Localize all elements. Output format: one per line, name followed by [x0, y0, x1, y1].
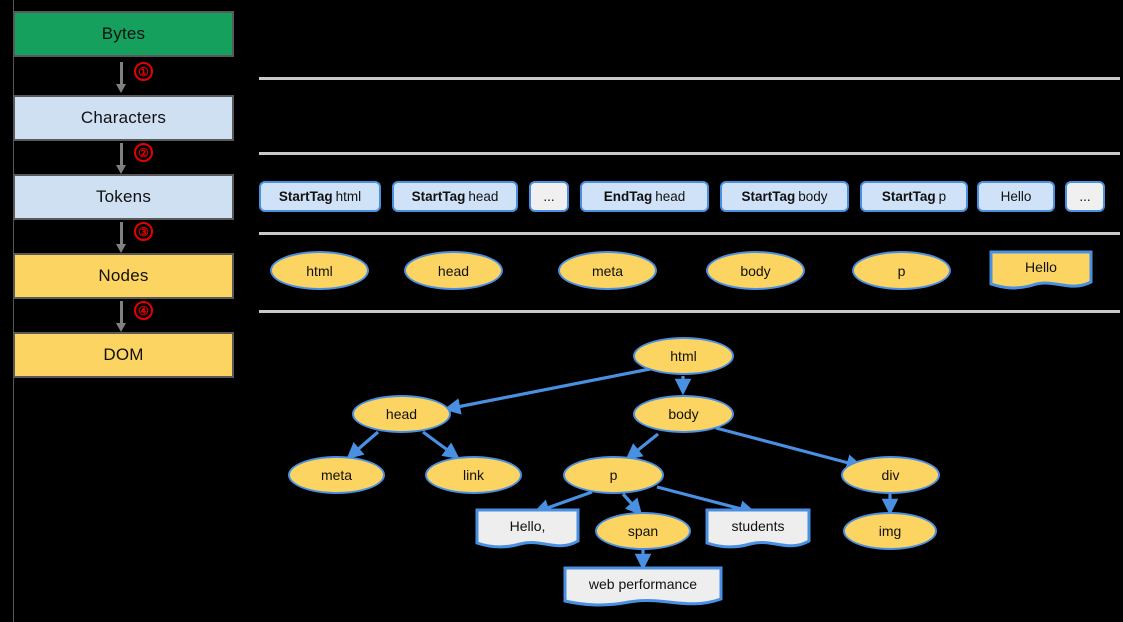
section-separator-3 [259, 232, 1120, 235]
tree-node-body[interactable]: body [633, 395, 734, 433]
node-label: img [878, 523, 902, 539]
token-chip-text-hello[interactable]: Hello [977, 181, 1055, 212]
step-marker-1: ① [134, 62, 153, 81]
token-value: ... [1079, 189, 1091, 204]
document-shape-icon [705, 508, 811, 549]
token-chip-ellipsis-1[interactable]: ... [529, 181, 569, 212]
node-label: web performance [588, 576, 698, 592]
node-label: body [668, 406, 699, 422]
token-value: ... [543, 189, 555, 204]
edge-html-head [443, 366, 656, 415]
token-kind: StartTag [741, 189, 796, 204]
section-separator-1 [259, 77, 1120, 80]
pipeline-stage-bytes[interactable]: Bytes [13, 11, 234, 57]
tree-node-img[interactable]: img [843, 512, 937, 550]
edge-head-meta [346, 430, 380, 460]
pipeline-stage-label: Bytes [101, 24, 146, 43]
token-kind: StartTag [278, 189, 333, 204]
node-html[interactable]: html [270, 251, 369, 290]
node-label: head [437, 262, 470, 279]
step-marker-3: ③ [134, 222, 153, 241]
token-kind: EndTag [603, 189, 653, 204]
node-label: Hello [1025, 259, 1057, 275]
tree-node-link[interactable]: link [425, 456, 522, 494]
token-value: body [798, 189, 828, 204]
node-text-hello[interactable]: Hello [989, 250, 1093, 292]
pipeline-stage-label: Nodes [98, 266, 149, 285]
document-shape-icon [475, 508, 580, 549]
tree-node-text-students[interactable]: students [705, 508, 811, 552]
token-value: html [335, 189, 362, 204]
node-body[interactable]: body [706, 251, 805, 290]
pipeline-stage-tokens[interactable]: Tokens [13, 174, 234, 220]
node-label: meta [591, 262, 624, 279]
tree-node-span[interactable]: span [595, 512, 691, 550]
node-head[interactable]: head [404, 251, 503, 290]
pipeline-stage-label: Tokens [95, 187, 152, 206]
pipeline-stage-label: DOM [103, 345, 144, 364]
tree-node-head[interactable]: head [352, 395, 451, 433]
pipeline-arrow-4-icon [116, 301, 126, 332]
pipeline-stage-dom[interactable]: DOM [13, 332, 234, 378]
node-label: Hello, [509, 518, 546, 534]
step-marker-4: ④ [134, 301, 153, 320]
tree-node-div[interactable]: div [841, 456, 940, 494]
pipeline-stage-label: Characters [80, 108, 167, 127]
node-label: head [385, 406, 418, 422]
pipeline-arrow-3-icon [116, 222, 126, 253]
pipeline-arrow-1-icon [116, 62, 126, 93]
token-value: p [938, 189, 947, 204]
tree-node-text-webperformance[interactable]: web performance [563, 566, 723, 610]
token-value: head [655, 189, 686, 204]
node-meta[interactable]: meta [558, 251, 657, 290]
node-label: html [670, 348, 697, 364]
document-shape-icon [989, 250, 1093, 290]
node-label: meta [320, 467, 353, 483]
node-p[interactable]: p [852, 251, 951, 290]
node-label: div [881, 467, 900, 483]
node-label: body [740, 262, 771, 279]
edge-body-p [625, 432, 659, 461]
step-marker-2: ② [134, 143, 153, 162]
node-label: span [627, 523, 659, 539]
section-separator-2 [259, 152, 1120, 155]
pipeline-column: Bytes Characters Tokens Nodes DOM ① ② ③ … [0, 0, 250, 622]
token-kind: StartTag [881, 189, 936, 204]
node-label: html [306, 262, 333, 279]
tree-node-meta[interactable]: meta [288, 456, 385, 494]
node-label: students [731, 518, 785, 534]
token-value: head [468, 189, 499, 204]
edge-p-span [621, 492, 643, 516]
tree-node-p[interactable]: p [563, 456, 664, 494]
node-label: p [609, 467, 618, 483]
token-value: Hello [1000, 189, 1032, 204]
document-shape-icon [563, 566, 723, 607]
pipeline-stage-nodes[interactable]: Nodes [13, 253, 234, 299]
node-label: link [462, 467, 484, 483]
pipeline-stage-characters[interactable]: Characters [13, 95, 234, 141]
token-kind: StartTag [411, 189, 466, 204]
edge-body-div [715, 426, 864, 471]
token-chip-ellipsis-2[interactable]: ... [1065, 181, 1105, 212]
edge-p-students [656, 485, 757, 517]
edge-head-link [422, 430, 460, 459]
section-separator-4 [259, 310, 1120, 313]
pipeline-arrow-2-icon [116, 143, 126, 174]
pipeline-rail [13, 0, 14, 622]
tree-node-html[interactable]: html [633, 337, 734, 375]
tree-node-text-hello[interactable]: Hello, [475, 508, 580, 552]
node-label: p [897, 262, 906, 279]
